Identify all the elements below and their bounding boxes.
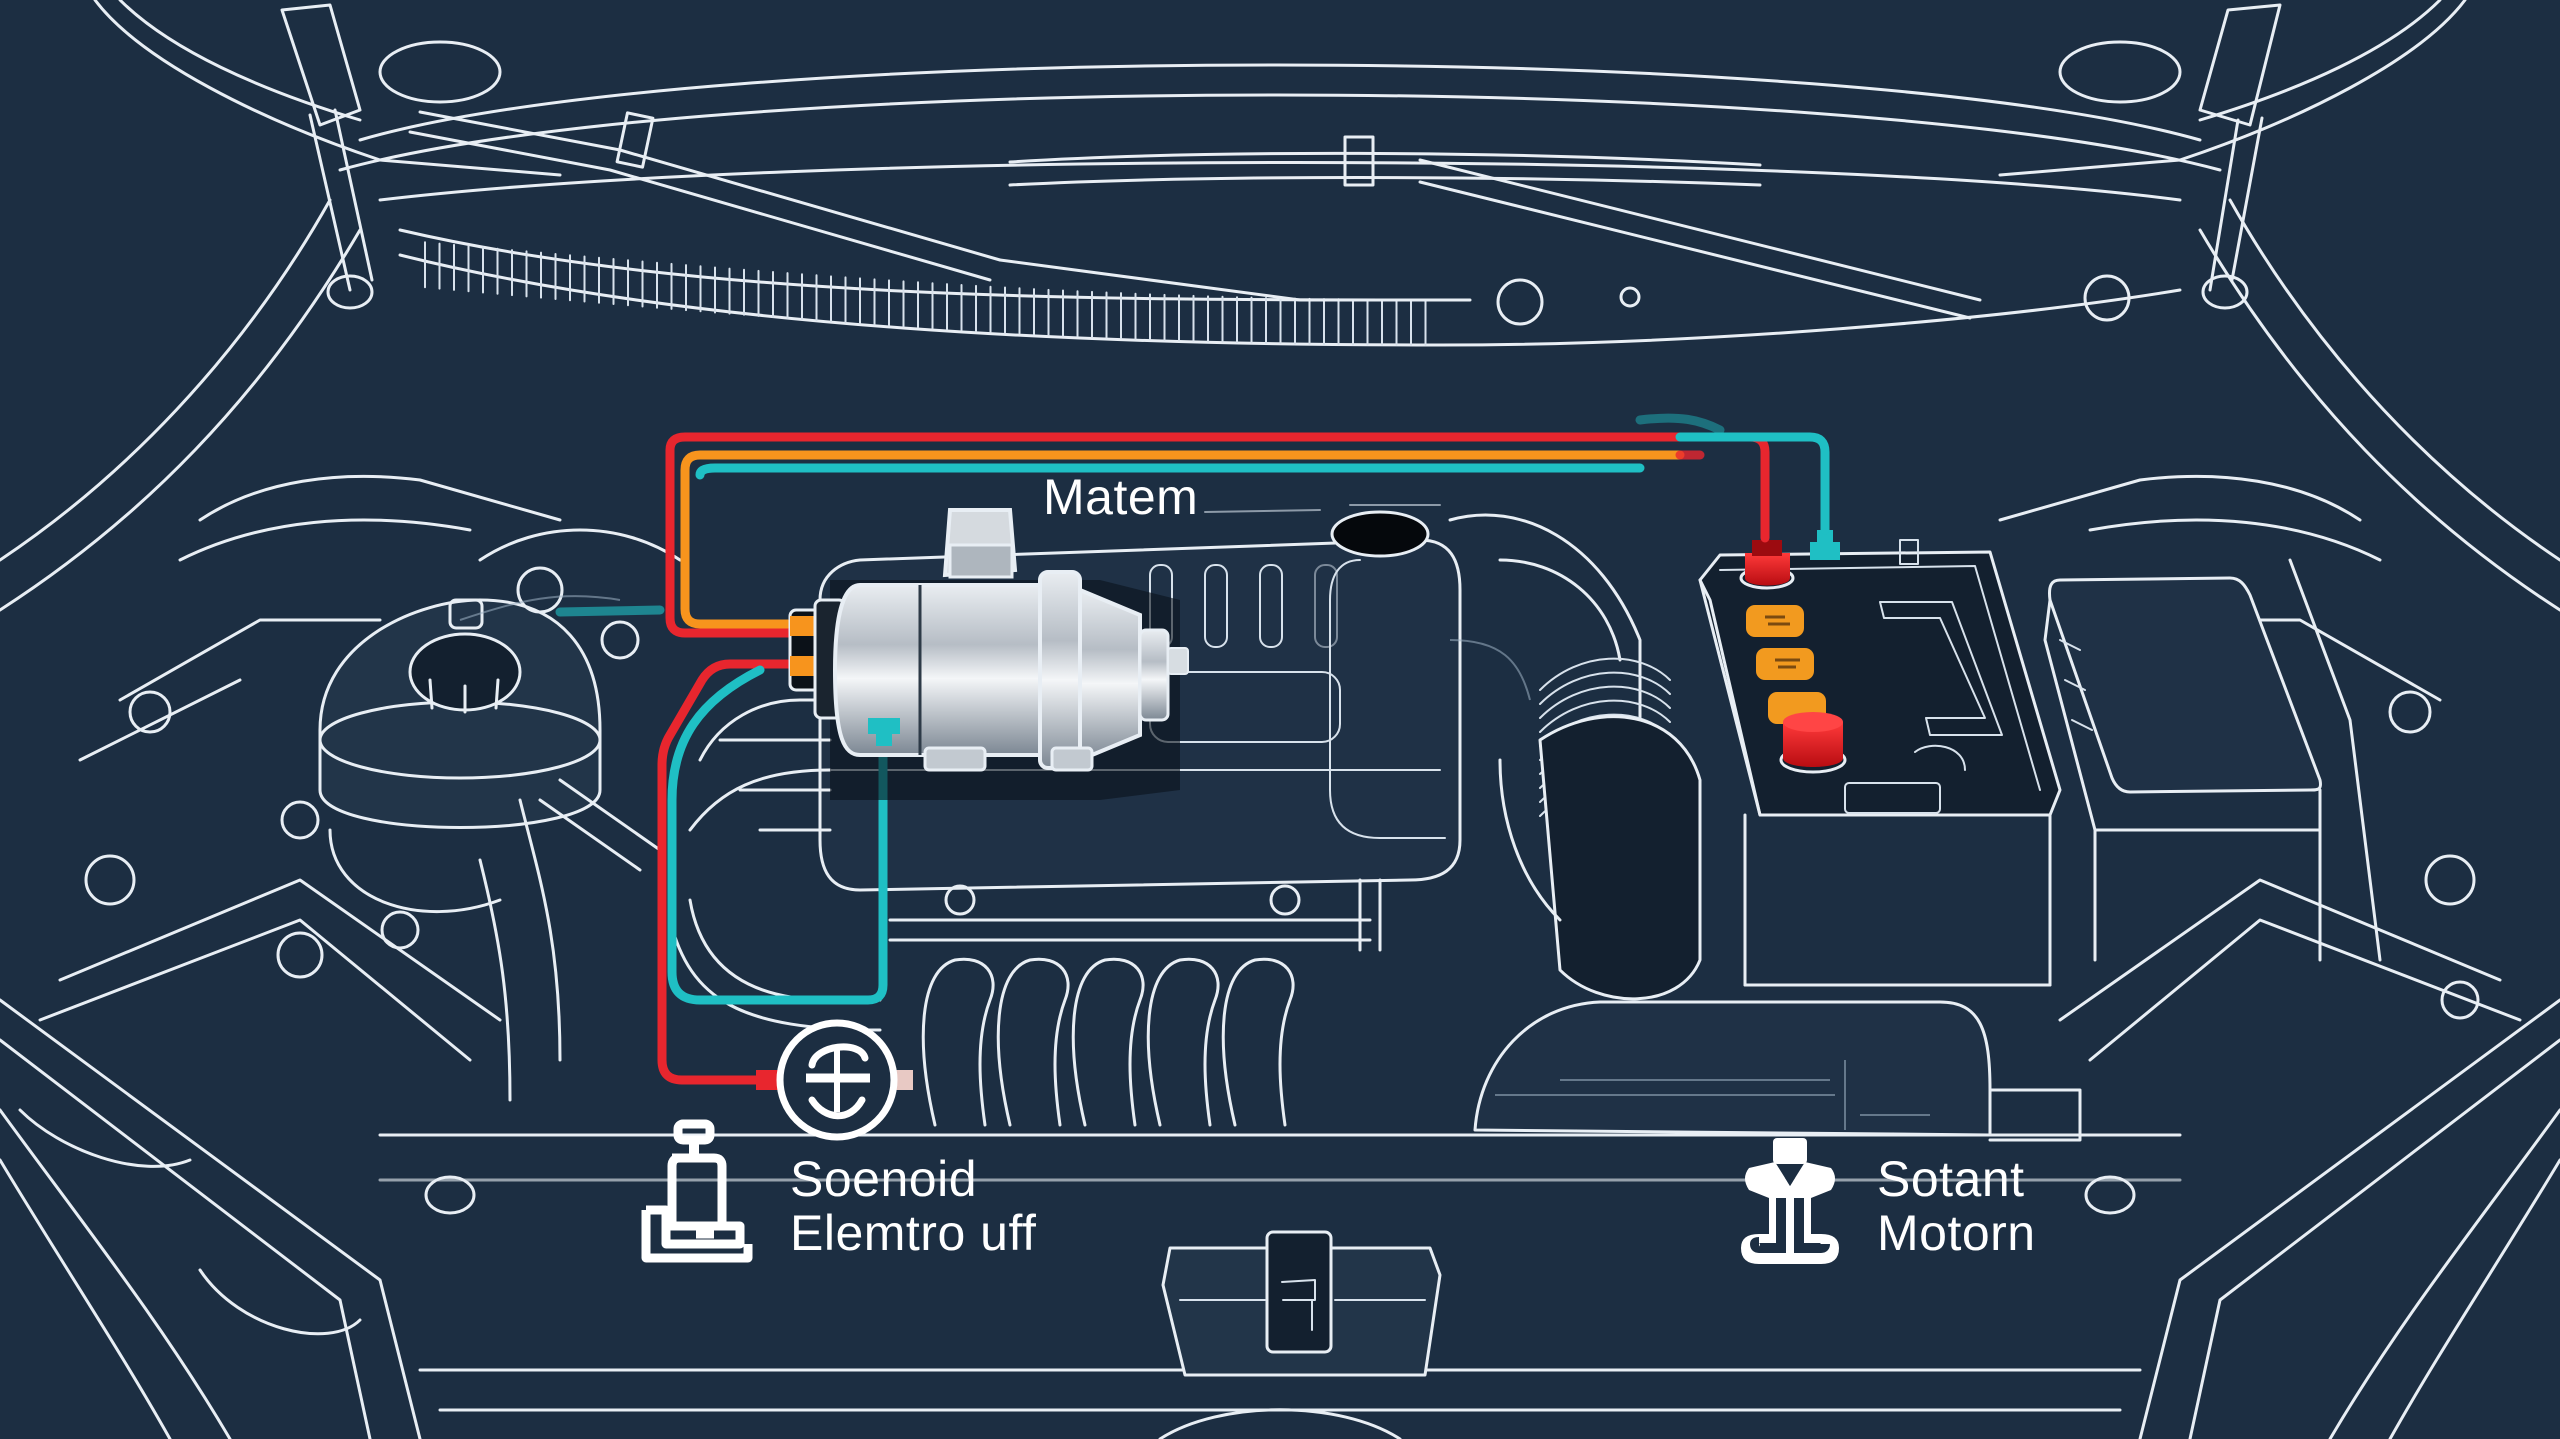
wiper-right: [1008, 135, 2131, 322]
wire-orange: [680, 450, 1685, 629]
battery-negative-terminal: [1779, 712, 1847, 774]
intake-runner: [921, 957, 995, 1127]
hood-latch: [1161, 1230, 1442, 1377]
hose-rib: [1539, 657, 1671, 691]
hose-rib: [1539, 685, 1671, 719]
solenoid-legend-label: Soenoid Elemtro uff: [790, 1152, 1036, 1260]
wire-teal-bottom: [667, 665, 888, 1005]
hood-outline: [93, 0, 2467, 177]
solenoid-legend-icon: [641, 1119, 753, 1263]
misc-detail-lines: [459, 595, 1531, 701]
starter-motor-legend-icon: [1741, 1138, 1839, 1264]
wire-teal-top: [1675, 432, 1830, 535]
fender-left: [0, 198, 476, 1439]
starter-legend-line1: Sotant: [1877, 1151, 2025, 1207]
intake-runner: [996, 957, 1070, 1127]
battery-teal-terminal: [1810, 530, 1840, 560]
fender-right: [2084, 198, 2560, 1439]
hood-strut-left: [280, 3, 374, 310]
solenoid-switch-icon: [756, 1019, 913, 1141]
air-box: [1473, 1000, 2082, 1142]
starter-legend-line2: Motorn: [1877, 1205, 2036, 1261]
battery-cell-2: [1756, 648, 1814, 680]
starter-motor-legend-label: Sotant Motorn: [1877, 1152, 2036, 1260]
hose-rib: [1539, 671, 1671, 705]
wire-red-solenoid: [657, 659, 795, 1085]
solenoid-legend-line2: Elemtro uff: [790, 1205, 1037, 1261]
strut-tower-left: [38, 474, 562, 1062]
intake-runner: [1221, 957, 1295, 1127]
wiring-harness: [555, 413, 1830, 1085]
wiper-left: [408, 110, 1641, 326]
hood-strut-right: [2198, 3, 2282, 310]
intake-runner: [1071, 957, 1145, 1127]
fuse-box: [2043, 558, 2382, 962]
intake-hose: [1448, 513, 1702, 1001]
battery-cell-1: [1746, 605, 1804, 637]
intake-runner: [1146, 957, 1220, 1127]
solenoid-legend-line1: Soenoid: [790, 1151, 977, 1207]
cowl-grille: [378, 161, 2182, 347]
coolant-reservoir: [280, 598, 662, 914]
battery-positive-terminal: [1739, 540, 1795, 590]
starter-motor-label: Matem: [1043, 469, 1199, 525]
starter-motor: [788, 508, 1189, 800]
hose-rib: [1539, 699, 1671, 733]
